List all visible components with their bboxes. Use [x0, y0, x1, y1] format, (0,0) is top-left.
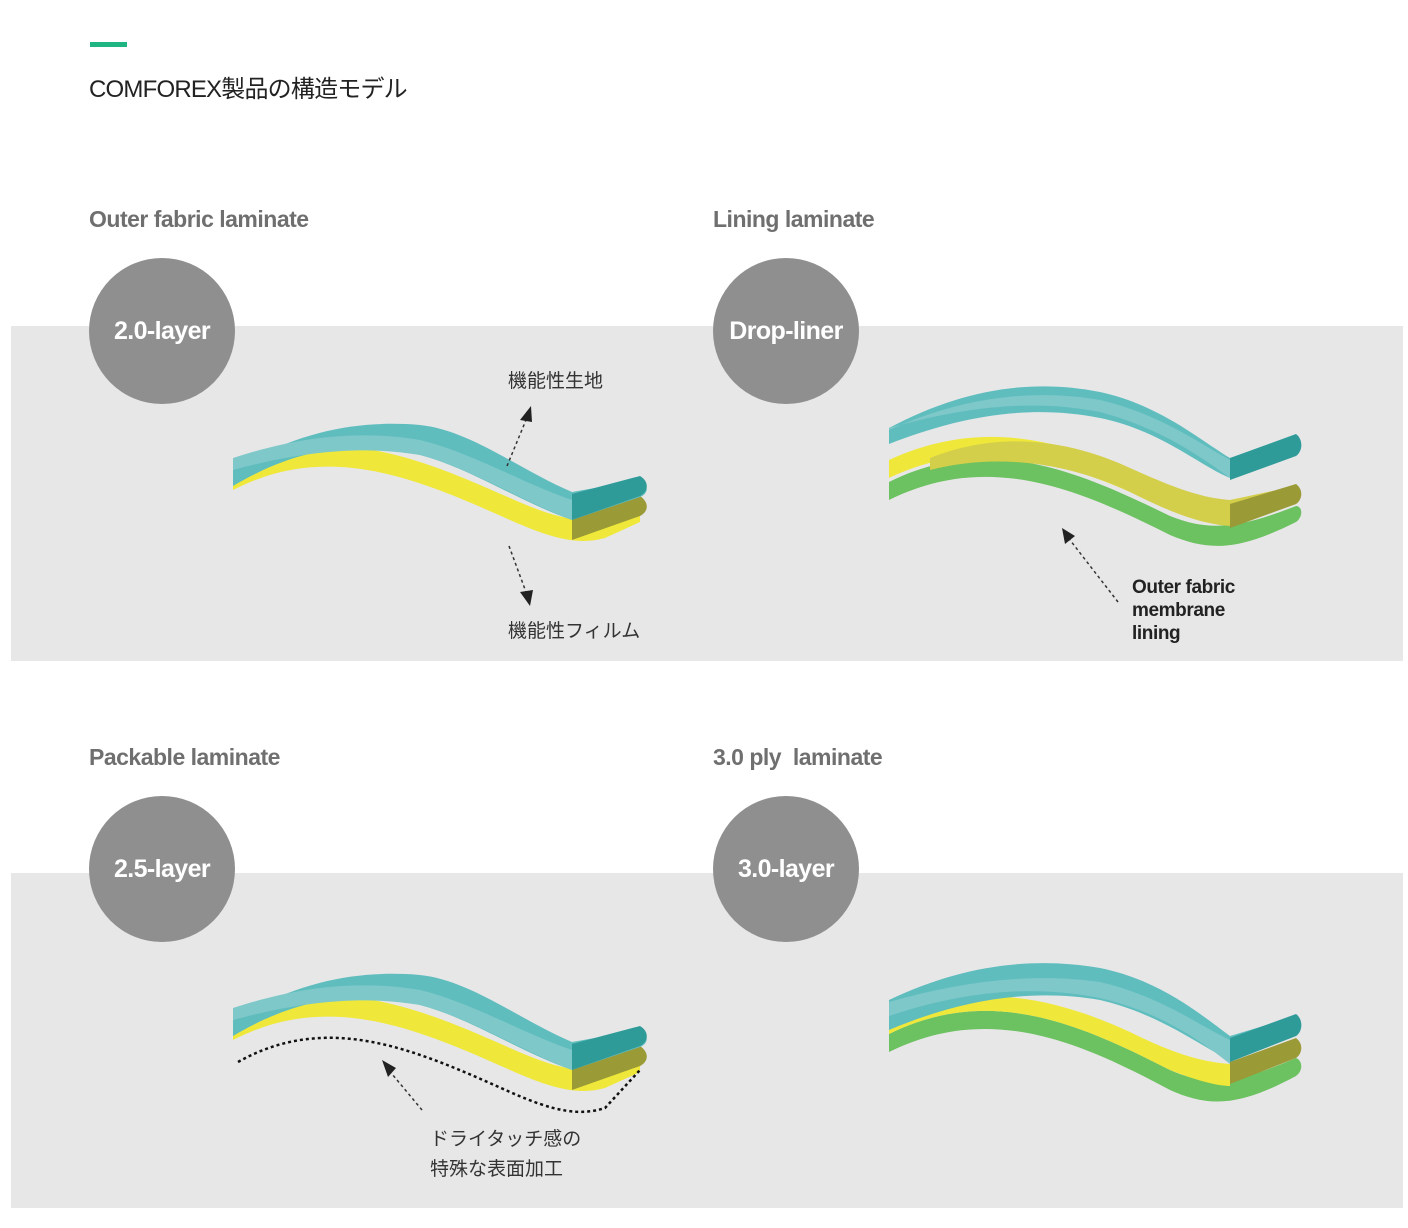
- section-title-3-ply: 3.0 ply laminate: [713, 744, 883, 770]
- yellow-film-2-0: [233, 446, 640, 541]
- teal-light-band-2-5: [233, 985, 572, 1070]
- section-title-outer-fabric: Outer fabric laminate: [89, 206, 309, 232]
- label-line-outer-fabric: Outer fabric: [1132, 577, 1235, 598]
- label-line-dry-touch: ドライタッチ感の: [430, 1128, 582, 1150]
- section-title-lining: Lining laminate: [713, 206, 875, 232]
- label-functional-fabric: 機能性生地: [508, 370, 604, 392]
- label-line-membrane: membrane: [1132, 600, 1225, 621]
- badge-2-0-layer: 2.0-layer: [89, 258, 235, 404]
- label-line-special-finish: 特殊な表面加工: [430, 1158, 564, 1180]
- teal-dark-edge-2-0: [572, 476, 647, 520]
- badge-2-5-layer: 2.5-layer: [89, 796, 235, 942]
- title-accent-bar: [90, 42, 127, 47]
- arrow-outer-fabric-membrane-lining: [1062, 528, 1119, 603]
- yellow-membrane-3-0: [889, 996, 1230, 1086]
- dotted-surface-treatment: [237, 1036, 641, 1114]
- badge-3-0-layer: 3.0-layer: [713, 796, 859, 942]
- fabric-2-5-layer: [233, 973, 647, 1114]
- teal-light-band-2-0: [233, 435, 572, 520]
- label-line-lining: lining: [1132, 623, 1181, 644]
- label-functional-film: 機能性フィルム: [508, 620, 641, 642]
- arrow-surface-treatment: [382, 1060, 423, 1111]
- olive-edge-2-5: [572, 1046, 647, 1090]
- teal-dark-edge-3-0: [1230, 1014, 1302, 1062]
- bottom-panel-background: [11, 873, 1403, 1208]
- fabric-3-0-layer: [889, 963, 1302, 1102]
- badge-drop-liner: Drop-liner: [713, 258, 859, 404]
- arrow-functional-fabric: [506, 406, 532, 467]
- section-title-packable: Packable laminate: [89, 744, 280, 770]
- label-layers-drop-liner: Outer fabric membrane lining: [1132, 576, 1235, 645]
- teal-light-band-3-0: [889, 978, 1230, 1064]
- fabric-2-0-layer: [233, 423, 647, 541]
- olive-edge-3-0: [1230, 1038, 1302, 1084]
- olive-yellow-membrane-drop: [930, 441, 1301, 526]
- page-title: COMFOREX製品の構造モデル: [89, 76, 408, 103]
- olive-edge-drop: [1230, 484, 1302, 528]
- teal-dark-edge-drop: [1230, 434, 1302, 480]
- teal-light-band-drop: [889, 395, 1230, 478]
- fabric-drop-liner: [889, 386, 1302, 546]
- arrow-functional-film: [508, 545, 533, 606]
- teal-dark-edge-2-5: [572, 1026, 647, 1070]
- olive-edge-2-0: [572, 496, 647, 540]
- yellow-film-2-5: [233, 996, 640, 1091]
- label-surface-treatment: ドライタッチ感の 特殊な表面加工: [430, 1124, 581, 1184]
- green-lining-3-0: [889, 1010, 1302, 1102]
